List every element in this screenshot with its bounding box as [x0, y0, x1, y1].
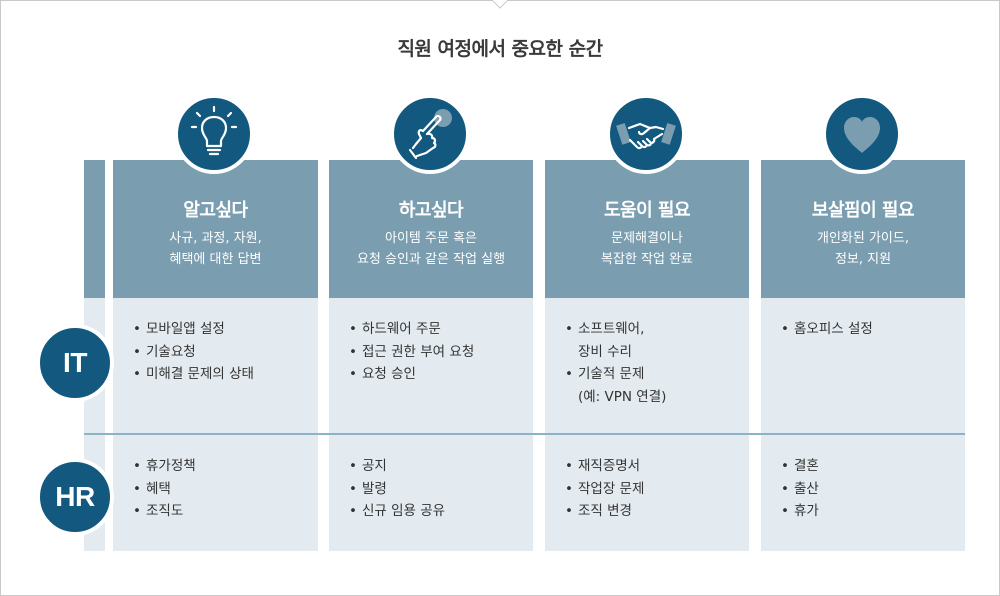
list-item: 혜택 [133, 478, 318, 501]
top-notch-icon [491, 0, 509, 9]
list-item: 작업장 문제 [565, 478, 749, 501]
row-label-it: IT [36, 324, 114, 402]
column-title: 도움이 필요 [603, 200, 691, 221]
cell-it-know: 모바일앱 설정 기술요청 미해결 문제의 상태 [113, 298, 318, 433]
cell-it-help: 소프트웨어, 장비 수리 기술적 문제 (예: VPN 연결) [545, 298, 749, 433]
list-item: 조직도 [133, 500, 318, 523]
list-item: 조직 변경 [565, 500, 749, 523]
list-item: 미해결 문제의 상태 [133, 363, 318, 386]
list-item: 접근 권한 부여 요청 [349, 341, 533, 364]
row-divider [84, 433, 965, 435]
list-item: 기술요청 [133, 341, 318, 364]
list-item: 휴가 [781, 500, 965, 523]
list-item: 출산 [781, 478, 965, 501]
list-item: 소프트웨어, 장비 수리 [565, 318, 749, 363]
lightbulb-icon [174, 94, 254, 174]
cell-hr-care: 결혼 출산 휴가 [761, 435, 965, 551]
list-item: 홈오피스 설정 [781, 318, 965, 341]
list-item: 휴가정책 [133, 455, 318, 478]
cell-it-do: 하드웨어 주문 접근 권한 부여 요청 요청 승인 [329, 298, 533, 433]
row-label-hr: HR [36, 458, 114, 536]
heart-icon [822, 94, 902, 174]
column-title: 보살핌이 필요 [811, 200, 915, 221]
list-item: 기술적 문제 (예: VPN 연결) [565, 363, 749, 408]
cell-hr-help: 재직증명서 작업장 문제 조직 변경 [545, 435, 749, 551]
cell-hr-know: 휴가정책 혜택 조직도 [113, 435, 318, 551]
cell-hr-do: 공지 발령 신규 임용 공유 [329, 435, 533, 551]
column-subtitle: 문제해결이나 복잡한 작업 완료 [601, 231, 693, 267]
column-header-care: 보살핌이 필요 개인화된 가이드, 정보, 지원 [761, 160, 965, 298]
list-item: 공지 [349, 455, 533, 478]
column-subtitle: 사규, 과정, 자원, 혜택에 대한 답변 [169, 231, 262, 267]
column-header-help: 도움이 필요 문제해결이나 복잡한 작업 완료 [545, 160, 749, 298]
list-item: 결혼 [781, 455, 965, 478]
column-header-know: 알고싶다 사규, 과정, 자원, 혜택에 대한 답변 [113, 160, 318, 298]
pointing-hand-icon [390, 94, 470, 174]
diagram-title: 직원 여정에서 중요한 순간 [397, 38, 603, 60]
list-item: 모바일앱 설정 [133, 318, 318, 341]
list-item: 재직증명서 [565, 455, 749, 478]
column-header-do: 하고싶다 아이템 주문 혹은 요청 승인과 같은 작업 실행 [329, 160, 533, 298]
row-stub-header [84, 160, 105, 298]
list-item: 요청 승인 [349, 363, 533, 386]
cell-it-care: 홈오피스 설정 [761, 298, 965, 433]
list-item: 발령 [349, 478, 533, 501]
list-item: 하드웨어 주문 [349, 318, 533, 341]
handshake-icon [606, 94, 686, 174]
list-item: 신규 임용 공유 [349, 500, 533, 523]
column-subtitle: 개인화된 가이드, 정보, 지원 [817, 231, 909, 267]
column-subtitle: 아이템 주문 혹은 요청 승인과 같은 작업 실행 [356, 231, 506, 267]
column-title: 하고싶다 [398, 200, 464, 221]
column-title: 알고싶다 [183, 200, 248, 221]
